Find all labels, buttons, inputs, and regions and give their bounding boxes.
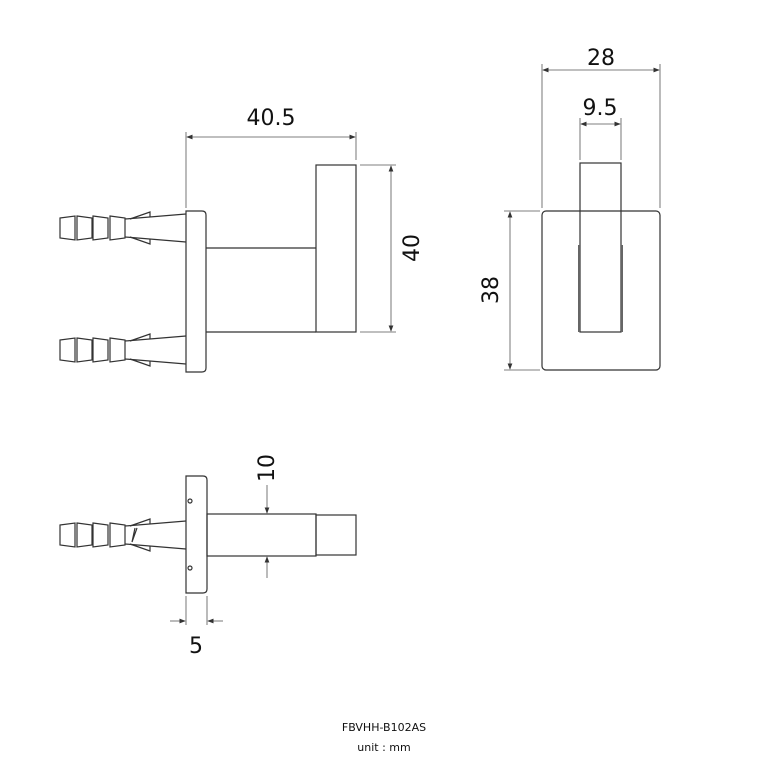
anchor-slot <box>131 527 138 543</box>
top-arm <box>206 513 317 557</box>
svg-text:40: 40 <box>400 234 425 262</box>
screw-hole <box>187 498 193 504</box>
unit-label: unit : mm <box>357 741 411 754</box>
wall-anchor <box>59 518 187 552</box>
wall-anchor-top <box>59 211 187 245</box>
screw-hole <box>187 565 193 571</box>
side-view: 40.5 40 <box>59 106 425 373</box>
front-plate <box>541 210 661 371</box>
front-view: 28 9.5 38 <box>479 46 661 371</box>
dimension-thickness: 10 <box>255 454 280 578</box>
dimension-plate-thickness: 5 <box>170 596 223 659</box>
dimension-width: 28 <box>541 46 661 208</box>
svg-text:28: 28 <box>587 46 615 71</box>
model-number: FBVHH-B102AS <box>341 721 427 734</box>
front-hook <box>579 162 622 333</box>
svg-text:5: 5 <box>189 634 203 659</box>
top-view: 10 5 <box>59 454 357 659</box>
dimension-hook-width: 9.5 <box>579 96 622 160</box>
hook-arm <box>206 247 316 333</box>
svg-text:9.5: 9.5 <box>583 96 618 121</box>
wall-plate <box>185 210 207 373</box>
top-plate <box>185 475 208 594</box>
svg-text:40.5: 40.5 <box>247 106 296 131</box>
svg-text:38: 38 <box>479 276 504 304</box>
front-hook-shadow <box>578 245 623 332</box>
svg-text:10: 10 <box>255 454 280 482</box>
dimension-depth: 40.5 <box>185 106 357 208</box>
wall-anchor-bottom <box>59 333 187 367</box>
dimension-front-height: 38 <box>479 210 540 371</box>
dimension-height: 40 <box>360 164 425 333</box>
hook-end <box>315 164 357 333</box>
top-hook-end <box>315 514 357 556</box>
